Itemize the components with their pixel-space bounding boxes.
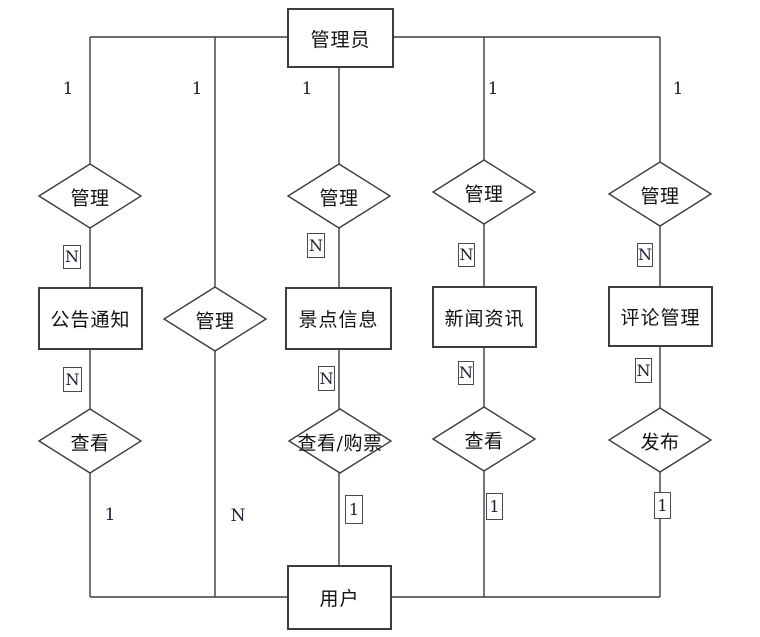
cardinality-scenic-viewbuy-n: N <box>318 366 335 391</box>
cardinality-manage-announcement-n: N <box>63 245 81 269</box>
relationship-diamond-view-buy-scenic <box>287 408 393 474</box>
relationship-diamond-manage-scenic <box>286 163 392 229</box>
relationship-label-manage-user: 管理 <box>195 310 235 333</box>
relationship-label-publish-comment: 发布 <box>640 431 680 454</box>
relationship-label-view-news: 查看 <box>464 430 504 453</box>
entity-scenic-info: 景点信息 <box>285 287 392 350</box>
cardinality-publish-user: 1 <box>654 492 671 519</box>
entity-announcement: 公告通知 <box>38 287 143 350</box>
relationship-diamond-view-news <box>431 406 537 472</box>
relationship-diamond-manage-comment <box>607 161 713 227</box>
cardinality-manage-user-n: N <box>230 506 246 526</box>
relationship-diamond-manage-user <box>162 286 268 352</box>
entity-comment-mgmt: 评论管理 <box>608 286 713 347</box>
cardinality-manage-news-n: N <box>458 243 475 267</box>
relationship-label-manage-announcement: 管理 <box>70 187 110 210</box>
cardinality-announcement-view-n: N <box>63 367 82 392</box>
relationship-label-view-buy-scenic: 查看/购票 <box>297 432 383 455</box>
cardinality-admin-user: 1 <box>191 79 203 99</box>
cardinality-admin-scenic: 1 <box>301 79 313 99</box>
entity-admin: 管理员 <box>287 8 394 68</box>
entity-user: 用户 <box>287 565 392 630</box>
cardinality-news-view-n: N <box>458 361 474 385</box>
entity-news: 新闻资讯 <box>432 286 537 348</box>
cardinality-viewnews-user: 1 <box>486 493 503 520</box>
relationship-diamond-manage-announcement <box>37 163 143 229</box>
relationship-label-manage-scenic: 管理 <box>319 187 359 210</box>
cardinality-admin-news: 1 <box>487 79 499 99</box>
relationship-diamond-publish-comment <box>607 407 713 473</box>
relationship-label-manage-news: 管理 <box>464 183 504 206</box>
cardinality-manage-scenic-n: N <box>307 233 325 258</box>
cardinality-admin-comment: 1 <box>672 79 684 99</box>
relationship-label-manage-comment: 管理 <box>640 185 680 208</box>
cardinality-viewbuy-user: 1 <box>345 495 363 524</box>
cardinality-admin-announcement: 1 <box>62 79 74 99</box>
cardinality-manage-comment-n: N <box>637 243 653 267</box>
relationship-diamond-view-announcement <box>37 408 143 474</box>
relationship-label-view-announcement: 查看 <box>70 432 110 455</box>
cardinality-view-announcement-user: 1 <box>104 505 116 525</box>
cardinality-comment-publish-n: N <box>635 358 652 383</box>
relationship-diamond-manage-news <box>431 159 537 225</box>
